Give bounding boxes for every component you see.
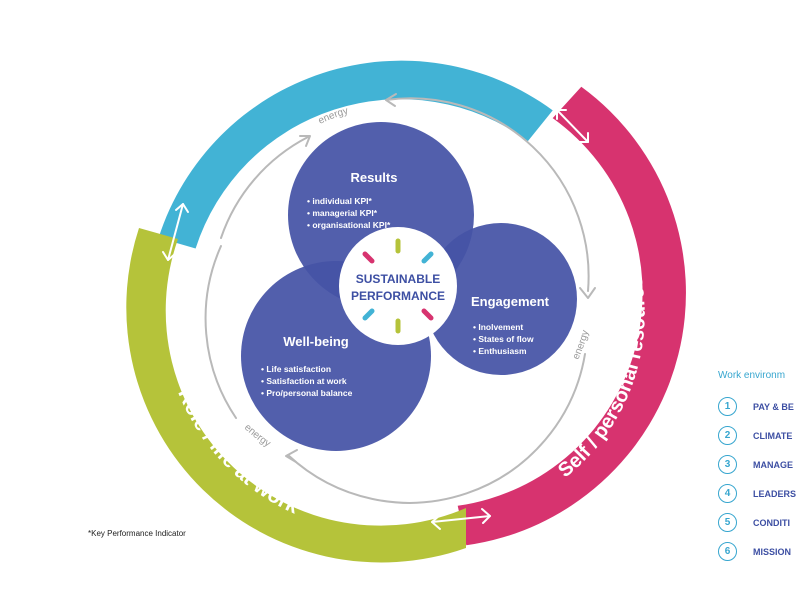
list-item: • Inolvement — [473, 322, 523, 332]
engagement-circle — [425, 223, 577, 375]
legend-label: MANAGE — [753, 459, 793, 470]
list-item: • organisational KPI* — [307, 220, 391, 230]
double-arrow-icon — [162, 203, 189, 261]
legend-title: Work environm — [718, 370, 786, 381]
list-item: • States of flow — [473, 334, 534, 344]
legend-number: 3 — [718, 455, 737, 474]
double-arrow-icon — [556, 109, 589, 143]
legend-label: MISSION — [753, 546, 792, 557]
center-label-line2: PERFORMANCE — [351, 289, 445, 303]
list-item: • Enthusiasm — [473, 346, 527, 356]
wellbeing-list: • Life satisfaction • Satisfaction at wo… — [261, 364, 353, 398]
list-item: • Pro/personal balance — [261, 388, 353, 398]
legend-number: 1 — [718, 397, 737, 416]
engagement-list: • Inolvement • States of flow • Enthusia… — [473, 322, 534, 356]
center-label-line1: SUSTAINABLE — [356, 272, 440, 286]
results-title: Results — [351, 170, 398, 185]
list-item: • managerial KPI* — [307, 208, 378, 218]
self-resources-segment — [457, 86, 686, 546]
role-life-segment — [126, 228, 466, 563]
legend-number: 5 — [718, 513, 737, 532]
legend-number: 2 — [718, 426, 737, 445]
arrow-head-icon — [285, 449, 298, 463]
legend: Work environm 1 PAY & BE 2 CLIMATE 3 MAN… — [718, 370, 800, 571]
arrow-head-icon — [385, 93, 397, 107]
legend-item: 5 CONDITI — [718, 513, 800, 532]
legend-item: 4 LEADERS — [718, 484, 800, 503]
legend-item: 1 PAY & BE — [718, 397, 800, 416]
legend-label: PAY & BE — [753, 401, 794, 412]
list-item: • Life satisfaction — [261, 364, 331, 374]
legend-item: 6 MISSION — [718, 542, 800, 561]
legend-number: 4 — [718, 484, 737, 503]
wellbeing-title: Well-being — [283, 334, 349, 349]
energy-label: energy — [242, 422, 272, 449]
results-list: • individual KPI* • managerial KPI* • or… — [307, 196, 391, 230]
legend-item: 3 MANAGE — [718, 455, 800, 474]
legend-label: CONDITI — [753, 517, 790, 528]
legend-label: LEADERS — [753, 488, 797, 499]
list-item: • individual KPI* — [307, 196, 373, 206]
double-arrow-icon — [431, 508, 491, 530]
arrow-head-icon — [579, 287, 596, 299]
sparkle-icon — [362, 238, 434, 334]
work-environment-segment — [158, 60, 553, 249]
footnote: *Key Performance Indicator — [88, 529, 186, 538]
energy-label: energy — [571, 329, 592, 361]
list-item: • Satisfaction at work — [261, 376, 347, 386]
legend-item: 2 CLIMATE — [718, 426, 800, 445]
arrow-head-icon — [299, 135, 311, 147]
engagement-title: Engagement — [471, 294, 550, 309]
legend-label: CLIMATE — [753, 430, 793, 441]
legend-number: 6 — [718, 542, 737, 561]
energy-cycle — [204, 97, 590, 504]
